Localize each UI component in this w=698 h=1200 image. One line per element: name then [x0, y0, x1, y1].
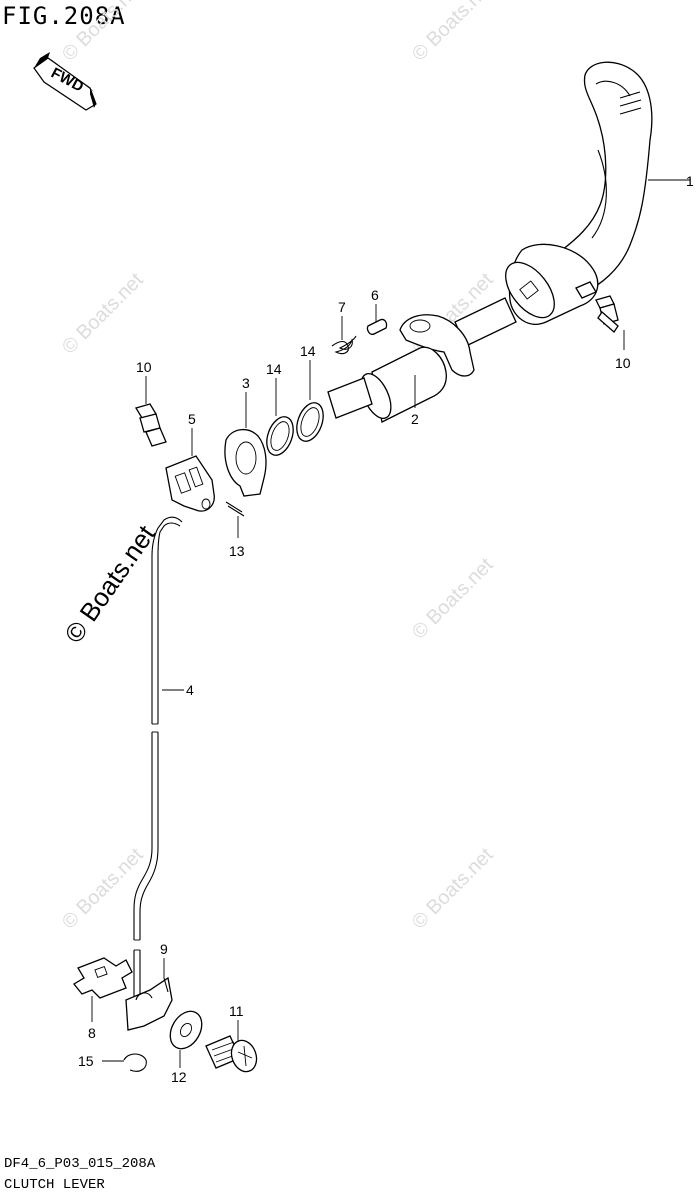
watermark-text: © Boats.net [408, 0, 498, 66]
e-clip-part [123, 1053, 147, 1072]
watermark-main-group: © Boats.net [58, 519, 161, 648]
washer-part [169, 1010, 203, 1050]
figure-title: FIG.208A [2, 2, 126, 30]
figure-caption: CLUTCH LEVER [4, 1177, 105, 1193]
leader-lines [91, 179, 690, 1068]
bolt-part [135, 403, 167, 447]
bolt-part [595, 295, 619, 333]
callout-label: 9 [160, 941, 168, 957]
callout-label: 15 [78, 1053, 94, 1069]
callout-label: 8 [88, 1025, 96, 1041]
watermark-main-text: © Boats.net [58, 519, 161, 648]
callout-label: 11 [229, 1003, 244, 1019]
rod-clip-part [73, 957, 133, 999]
watermark-text: © Boats.net [58, 269, 148, 359]
watermark-group: © Boats.net © Boats.net © Boats.net © Bo… [58, 0, 498, 934]
callout-label: 12 [171, 1069, 187, 1085]
callout-label: 5 [188, 411, 196, 427]
stopper-plate-part [224, 429, 267, 497]
callout-label: 10 [136, 359, 152, 375]
rod-holder-part [125, 976, 173, 1031]
cotter-pin-part [225, 501, 245, 517]
callout-label: 6 [371, 287, 379, 303]
callout-label: 13 [229, 543, 245, 559]
clutch-shaft-part [327, 297, 517, 423]
lever-handle-part [505, 61, 653, 325]
fwd-arrow-icon: FWD [33, 52, 97, 111]
callout-label: 3 [242, 375, 250, 391]
o-ring-part [266, 402, 324, 456]
figure-code: DF4_6_P03_015_208A [4, 1156, 156, 1172]
watermark-text: © Boats.net [408, 554, 498, 644]
watermark-text: © Boats.net [58, 0, 148, 66]
watermark-text: © Boats.net [408, 844, 498, 934]
callout-label: 1 [686, 173, 694, 189]
spring-part [331, 335, 357, 355]
callout-label: 4 [186, 682, 194, 698]
clutch-rod-part [133, 516, 183, 1010]
callout-label: 14 [300, 343, 316, 359]
detent-pin-part [366, 318, 388, 336]
link-bracket-part [165, 455, 215, 512]
callout-labels: 1 2 3 4 5 6 7 8 9 10 10 11 12 13 14 14 1… [78, 173, 694, 1085]
callout-label: 14 [266, 361, 282, 377]
callout-label: 7 [338, 299, 346, 315]
callout-label: 10 [615, 355, 631, 371]
callout-label: 2 [411, 411, 419, 427]
bolt-part [205, 1035, 258, 1073]
